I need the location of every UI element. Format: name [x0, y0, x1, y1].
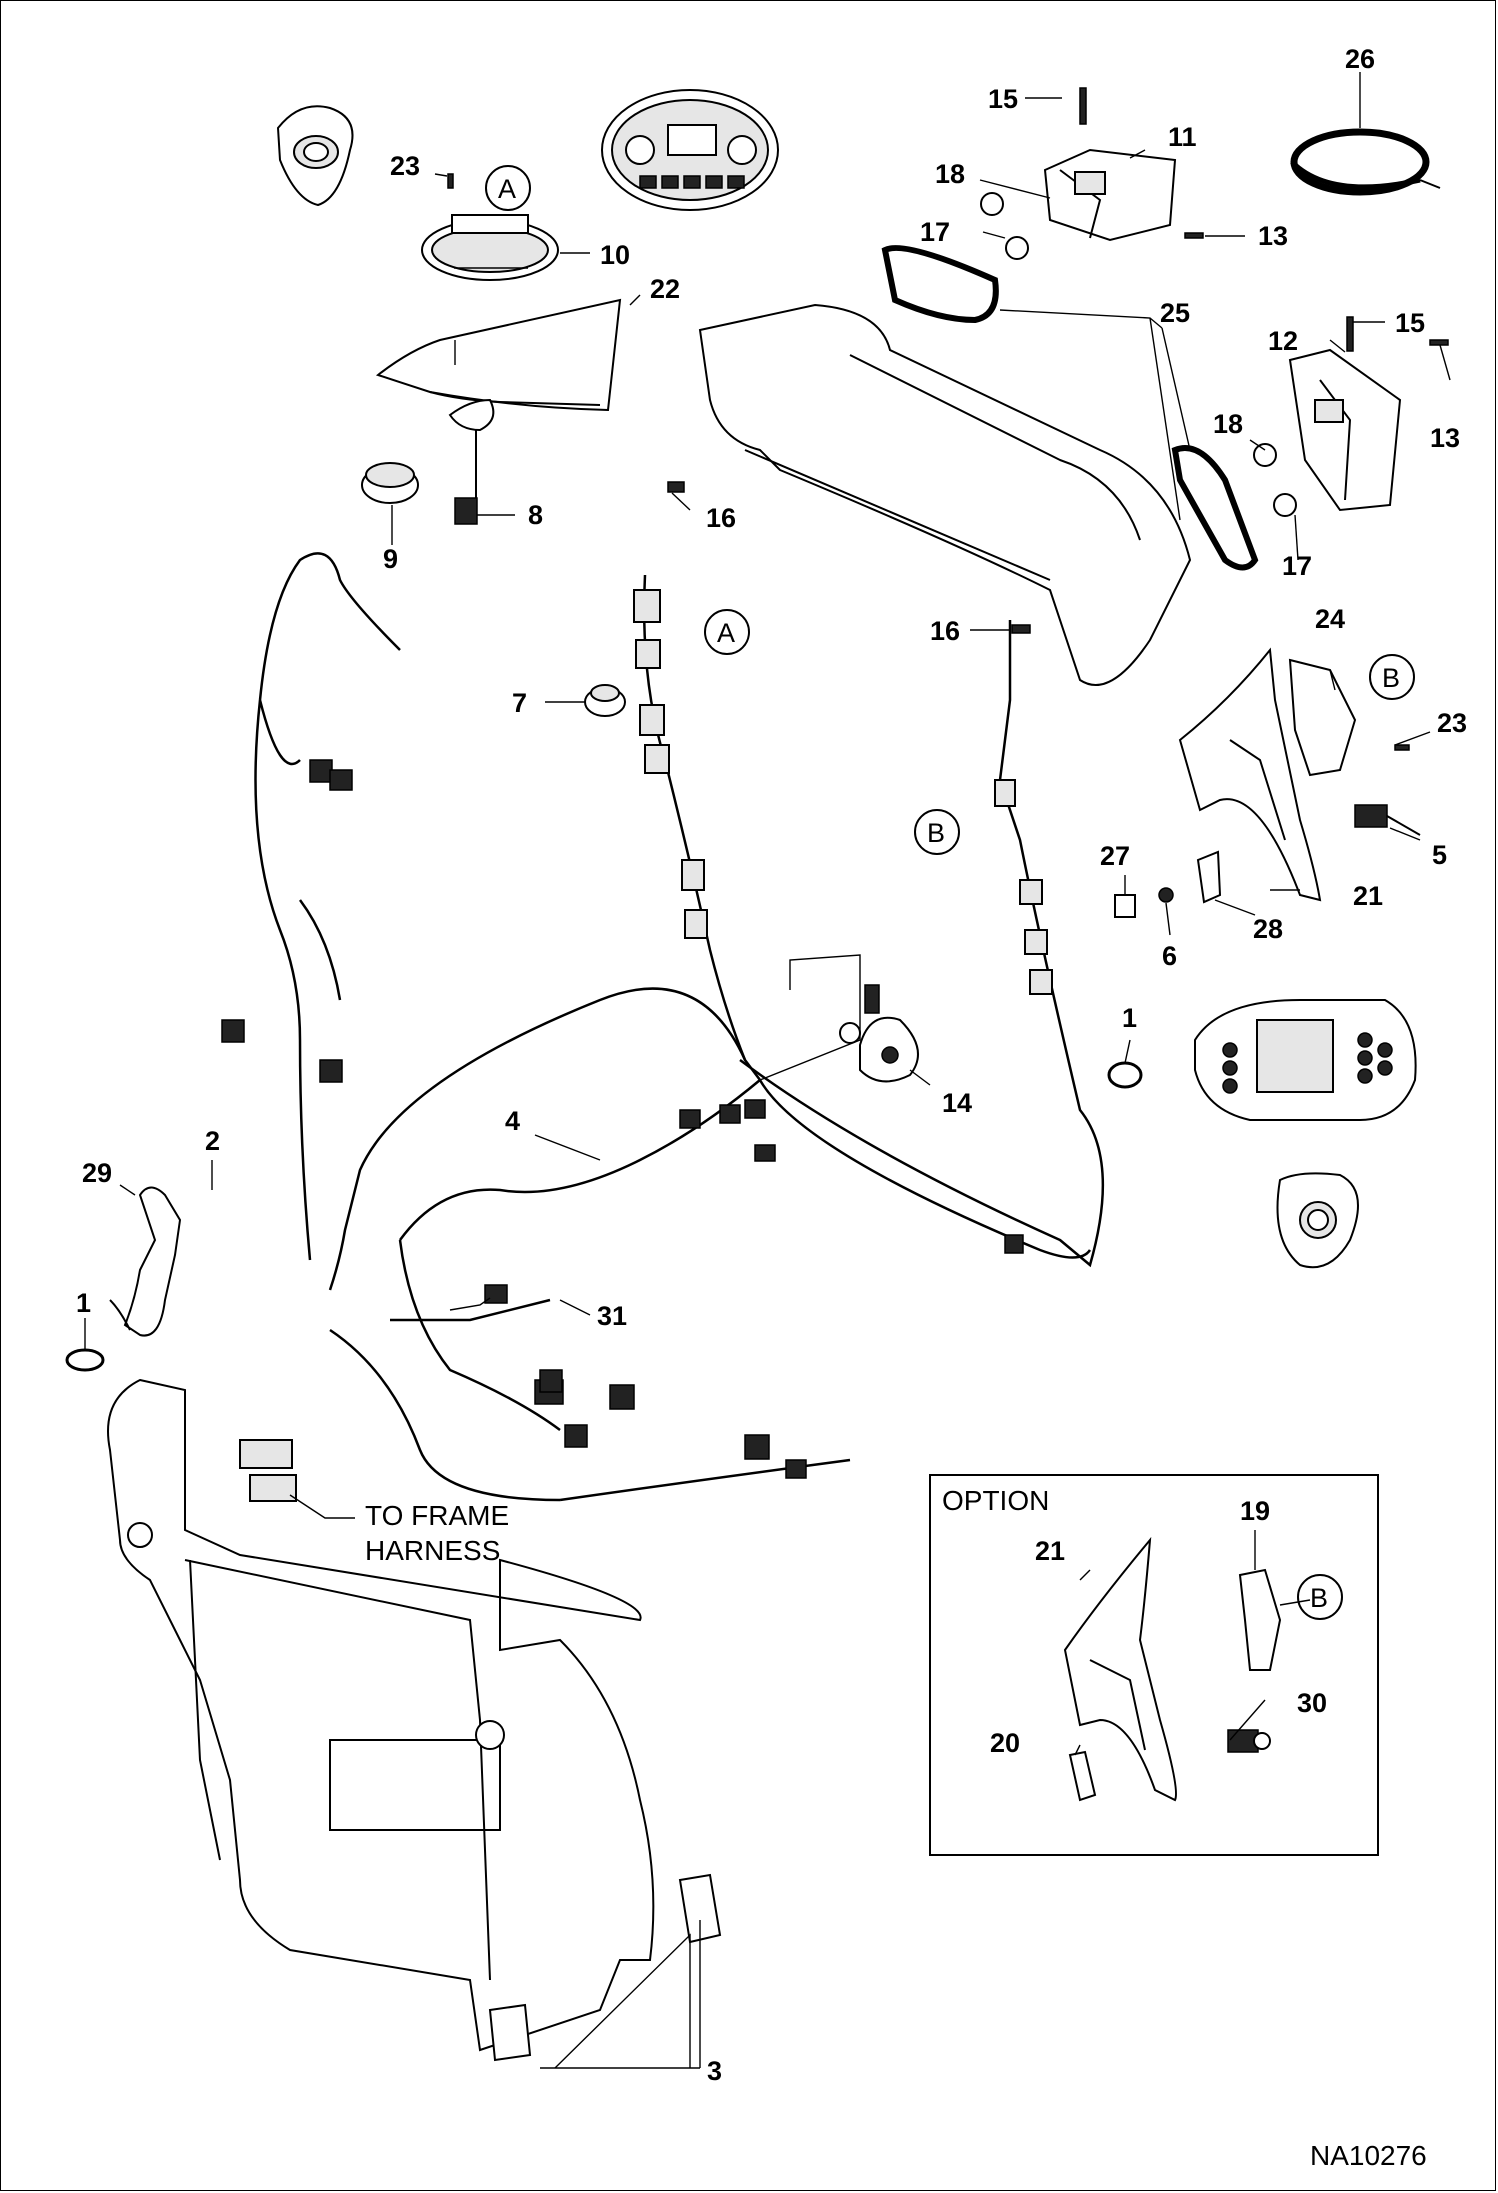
- gasket-25a: [881, 245, 999, 324]
- callout-11: 11: [1168, 122, 1197, 152]
- callout-6: 6: [1162, 941, 1177, 971]
- marker-b-circle: [914, 809, 960, 855]
- frame-panel: [107, 1378, 655, 2052]
- fasteners: [447, 87, 1449, 751]
- instrument-panel: [601, 89, 779, 211]
- callout-23: 23: [1437, 708, 1467, 738]
- callout-7: 7: [512, 688, 527, 718]
- wire-harness-4: [254, 552, 1105, 1502]
- display-10: [421, 214, 559, 281]
- callout-29: 29: [82, 1158, 112, 1188]
- connector-8: [454, 430, 478, 525]
- option-console: [1063, 1536, 1177, 1802]
- callout-2: 2: [205, 1126, 220, 1156]
- callout-4: 4: [505, 1106, 520, 1136]
- callout-31: 31: [597, 1301, 627, 1331]
- cup-9: [361, 462, 419, 504]
- marker-b-console: B: [1382, 663, 1400, 693]
- harness-connectors: [221, 589, 1053, 1502]
- callout-12: 12: [1268, 326, 1298, 356]
- bracket-29: [109, 1186, 182, 1337]
- callout-15: 15: [988, 84, 1018, 114]
- option-box: [929, 1474, 1379, 1856]
- dash-housing-22: [375, 298, 622, 432]
- clamp-1-right: [1107, 1061, 1143, 1089]
- callout-26: 26: [1345, 44, 1375, 74]
- grommet-7: [584, 684, 626, 717]
- bracket-24: [1288, 658, 1357, 777]
- callout-labels: 26 15 11 18 17 13 23 10 22 25 15 12 18 1…: [76, 44, 1467, 2086]
- callout-1: 1: [76, 1288, 91, 1318]
- knob-switch-right: [1276, 1172, 1359, 1269]
- leader-lines: [84, 72, 1451, 2069]
- option-part-20: [1068, 1750, 1097, 1802]
- marker-b-circle: [1297, 1574, 1343, 1620]
- callout-13: 13: [1430, 423, 1460, 453]
- callout-15: 15: [1395, 308, 1425, 338]
- marker-b-option: B: [1310, 1583, 1328, 1613]
- option-label: OPTION: [942, 1485, 1049, 1516]
- option-bracket-19: [1238, 1568, 1282, 1671]
- callout-13: 13: [1258, 221, 1288, 251]
- knob-switch-top: [276, 105, 354, 207]
- frame-harness-label-line2: HARNESS: [365, 1535, 500, 1566]
- side-console-21: [1178, 647, 1322, 902]
- callout-23: 23: [390, 151, 420, 181]
- callout-9: 9: [383, 544, 398, 574]
- callout-22: 22: [650, 274, 680, 304]
- callout-24: 24: [1315, 604, 1345, 634]
- cable-coil-26: [1290, 128, 1441, 196]
- switch-pod-11: [1043, 148, 1177, 242]
- clamp-1-left: [65, 1348, 105, 1372]
- callout-8: 8: [528, 500, 543, 530]
- callout-16: 16: [930, 616, 960, 646]
- cab-panel: [698, 303, 1192, 686]
- right-display: [1194, 999, 1417, 1121]
- callout-19: 19: [1240, 1496, 1270, 1526]
- callout-21: 21: [1353, 881, 1383, 911]
- switch-pod-12: [1288, 348, 1402, 512]
- callout-16: 16: [706, 503, 736, 533]
- callout-20: 20: [990, 1728, 1020, 1758]
- callout-10: 10: [600, 240, 630, 270]
- switch-5: [1354, 804, 1421, 836]
- callout-17: 17: [920, 217, 950, 247]
- callout-1: 1: [1122, 1003, 1137, 1033]
- callout-14: 14: [942, 1088, 972, 1118]
- callout-17: 17: [1282, 551, 1312, 581]
- figure-id: NA10276: [1310, 2140, 1427, 2171]
- callout-30: 30: [1297, 1688, 1327, 1718]
- callout-3: 3: [707, 2056, 722, 2086]
- marker-a-top: A: [498, 174, 516, 204]
- callout-27: 27: [1100, 841, 1130, 871]
- callout-21: 21: [1035, 1536, 1065, 1566]
- frame-harness-label-line1: TO FRAME: [365, 1500, 509, 1531]
- marker-a-circle: [485, 165, 531, 211]
- callout-28: 28: [1253, 914, 1283, 944]
- horn-14: [759, 954, 919, 1083]
- connection-markers: A A B B B: [485, 165, 1415, 1620]
- marker-b-harness: B: [927, 818, 945, 848]
- plate-3: [488, 1873, 722, 2062]
- callout-18: 18: [1213, 409, 1243, 439]
- marker-b-circle: [1369, 654, 1415, 700]
- option-switch-30: [1227, 1729, 1271, 1753]
- marker-a-harness: A: [717, 618, 735, 648]
- switch-parts-27-6-28: [1114, 850, 1222, 918]
- callout-5: 5: [1432, 840, 1447, 870]
- marker-a-circle: [704, 609, 750, 655]
- callout-25: 25: [1160, 298, 1190, 328]
- callout-18: 18: [935, 159, 965, 189]
- gasket-25b: [1171, 445, 1259, 571]
